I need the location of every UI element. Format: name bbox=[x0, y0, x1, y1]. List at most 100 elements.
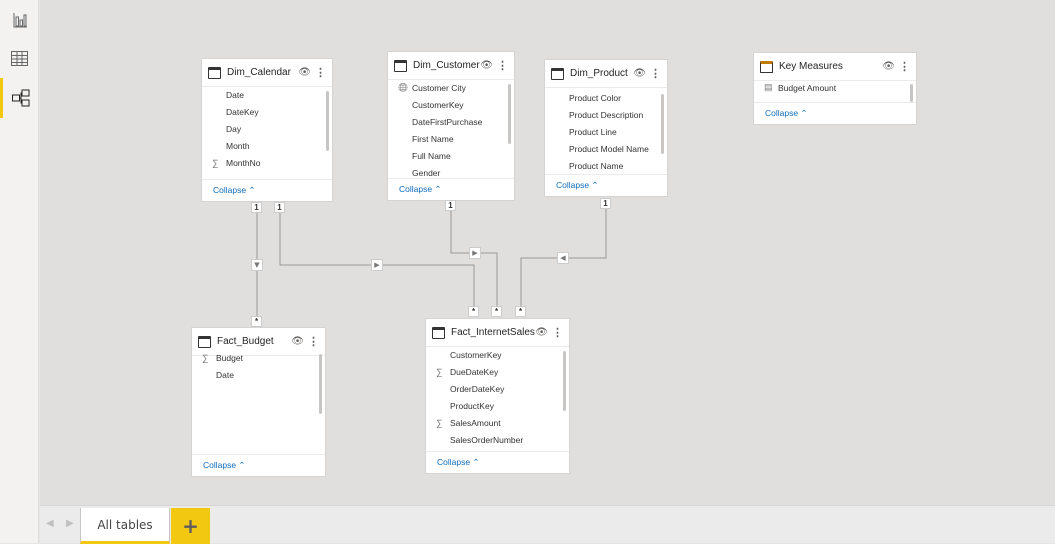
table-title: Fact_InternetSales bbox=[451, 327, 535, 338]
bar-chart-icon bbox=[13, 13, 27, 28]
sigma-icon: ∑ bbox=[436, 366, 443, 377]
collapse-button[interactable]: Collapse ⌃ bbox=[202, 179, 332, 201]
filter-direction-right-icon[interactable]: ▶ bbox=[469, 247, 481, 259]
many-cardinality-marker: * bbox=[251, 316, 262, 327]
filter-direction-left-icon[interactable]: ◀ bbox=[557, 252, 569, 264]
field-item[interactable]: CustomerKey bbox=[426, 346, 569, 363]
field-item[interactable]: OrderDateKey bbox=[426, 380, 569, 397]
visibility-eye-icon[interactable]: 👁 bbox=[298, 67, 311, 78]
table-card-header[interactable]: Key Measures 👁 ⋮ bbox=[754, 53, 916, 81]
field-item[interactable]: 🌐Customer City bbox=[388, 79, 514, 96]
field-item[interactable]: SalesOrderNumber bbox=[426, 431, 569, 448]
field-item[interactable]: ▤Budget Amount bbox=[754, 79, 916, 96]
collapse-button[interactable]: Collapse ⌃ bbox=[754, 102, 916, 124]
field-name: MonthNo bbox=[226, 157, 261, 168]
data-view-button[interactable] bbox=[0, 38, 39, 78]
field-item[interactable]: ∑MonthNo bbox=[202, 154, 332, 171]
field-item[interactable]: CustomerKey bbox=[388, 96, 514, 113]
visibility-eye-icon[interactable]: 👁 bbox=[882, 61, 895, 72]
field-item[interactable]: ∑ SalesAmount bbox=[426, 414, 569, 431]
field-item[interactable]: Product Line bbox=[545, 123, 667, 140]
more-options-icon[interactable]: ⋮ bbox=[899, 61, 910, 73]
scrollbar[interactable] bbox=[326, 91, 329, 151]
scroll-right-button[interactable]: ▶ bbox=[66, 518, 74, 529]
model-diagram-icon bbox=[12, 89, 30, 107]
field-item[interactable]: DateFirstPurchase bbox=[388, 113, 514, 130]
table-card-header[interactable]: Dim_Customer 👁 ⋮ bbox=[388, 52, 514, 80]
table-card-header[interactable]: Dim_Product 👁 ⋮ bbox=[545, 60, 667, 88]
sigma-icon: ∑ bbox=[436, 417, 443, 428]
add-layout-button[interactable]: + bbox=[171, 508, 210, 544]
field-name: Date bbox=[216, 369, 234, 380]
field-item[interactable]: Gender bbox=[388, 164, 514, 180]
field-item[interactable]: Date bbox=[192, 366, 325, 383]
field-item[interactable]: DateKey bbox=[202, 103, 332, 120]
more-options-icon[interactable]: ⋮ bbox=[315, 67, 326, 79]
collapse-button[interactable]: Collapse ⌃ bbox=[388, 178, 514, 200]
field-item[interactable]: ProductKey bbox=[426, 397, 569, 414]
table-card-header[interactable]: Dim_Calendar 👁 ⋮ bbox=[202, 59, 332, 87]
field-name: Product Name bbox=[569, 160, 624, 171]
field-name: SalesOrderNumber bbox=[450, 434, 524, 445]
field-item[interactable]: Product Name bbox=[545, 157, 667, 174]
many-cardinality-marker: * bbox=[491, 306, 502, 317]
more-options-icon[interactable]: ⋮ bbox=[497, 60, 508, 72]
field-name: Day bbox=[226, 123, 242, 134]
table-card-header[interactable]: Fact_Budget 👁 ⋮ bbox=[192, 328, 325, 356]
collapse-button[interactable]: Collapse ⌃ bbox=[192, 454, 325, 476]
table-card-header[interactable]: Fact_InternetSales 👁 ⋮ bbox=[426, 319, 569, 347]
more-options-icon[interactable]: ⋮ bbox=[552, 327, 563, 339]
filter-direction-right-icon[interactable]: ▶ bbox=[371, 259, 383, 271]
table-card-fact-internetsales[interactable]: Fact_InternetSales 👁 ⋮ CustomerKey∑DueDa… bbox=[425, 318, 570, 474]
report-view-button[interactable] bbox=[0, 0, 39, 40]
field-item[interactable]: Full Name bbox=[388, 147, 514, 164]
visibility-eye-icon[interactable]: 👁 bbox=[291, 336, 304, 347]
more-options-icon[interactable]: ⋮ bbox=[650, 68, 661, 80]
field-item[interactable]: ∑DueDateKey bbox=[426, 363, 569, 380]
collapse-button[interactable]: Collapse ⌃ bbox=[545, 174, 667, 196]
field-item[interactable]: Product Description bbox=[545, 106, 667, 123]
scrollbar[interactable] bbox=[508, 84, 511, 144]
one-cardinality-marker: 1 bbox=[600, 198, 611, 209]
table-title: Dim_Product bbox=[570, 68, 628, 79]
field-name: DateKey bbox=[226, 106, 259, 117]
table-icon bbox=[760, 60, 773, 73]
model-view-button[interactable] bbox=[0, 78, 39, 118]
scrollbar[interactable] bbox=[661, 94, 664, 154]
table-card-key-measures[interactable]: Key Measures 👁 ⋮ ▤Budget Amount Collapse… bbox=[753, 52, 917, 125]
one-cardinality-marker: 1 bbox=[251, 202, 262, 213]
scrollbar[interactable] bbox=[563, 351, 566, 411]
table-title: Fact_Budget bbox=[217, 336, 274, 347]
field-item[interactable]: Date bbox=[202, 86, 332, 103]
field-name: Customer City bbox=[412, 82, 466, 93]
field-item[interactable]: Day bbox=[202, 120, 332, 137]
scrollbar[interactable] bbox=[319, 354, 322, 414]
field-item[interactable]: ∑Budget bbox=[192, 349, 325, 366]
field-name: Product Color bbox=[569, 92, 621, 103]
collapse-button[interactable]: Collapse ⌃ bbox=[426, 451, 569, 473]
field-item[interactable]: Product Color bbox=[545, 89, 667, 106]
field-item[interactable]: Product Model Name bbox=[545, 140, 667, 157]
visibility-eye-icon[interactable]: 👁 bbox=[480, 60, 493, 71]
scroll-left-button[interactable]: ◀ bbox=[46, 518, 54, 529]
tab-all-tables[interactable]: All tables bbox=[80, 508, 170, 544]
visibility-eye-icon[interactable]: 👁 bbox=[535, 327, 548, 338]
field-name: Full Name bbox=[412, 150, 451, 161]
field-name: SalesAmount bbox=[450, 417, 501, 428]
field-name: First Name bbox=[412, 133, 454, 144]
visibility-eye-icon[interactable]: 👁 bbox=[633, 68, 646, 79]
field-item[interactable]: Month bbox=[202, 137, 332, 154]
scrollbar[interactable] bbox=[910, 84, 913, 102]
more-options-icon[interactable]: ⋮ bbox=[308, 336, 319, 348]
field-item[interactable]: First Name bbox=[388, 130, 514, 147]
filter-direction-down-icon[interactable]: ▼ bbox=[251, 259, 263, 271]
calculator-icon: ▤ bbox=[764, 82, 773, 92]
table-icon bbox=[208, 66, 221, 79]
